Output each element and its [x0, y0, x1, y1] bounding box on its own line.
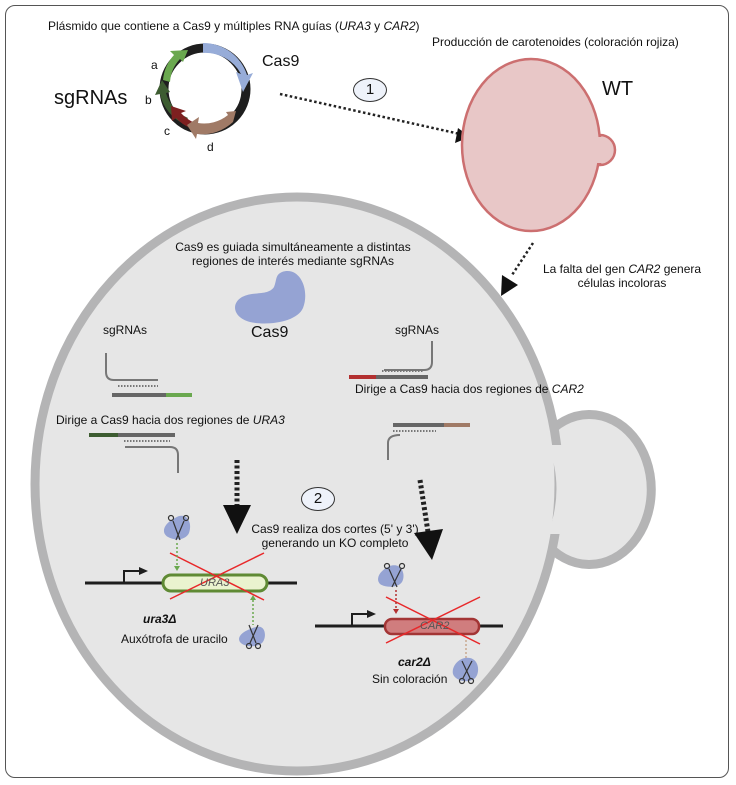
step-2-badge: 2 — [301, 487, 335, 511]
ura3-knockout-label: ura3Δ — [143, 612, 177, 626]
wt-cell — [460, 57, 617, 233]
scissors-icon — [245, 624, 262, 650]
car2-arrowhead — [414, 529, 443, 560]
plasmid-segment-c-label: c — [164, 124, 170, 138]
car2-locus — [315, 562, 503, 685]
car2-phenotype: Sin coloración — [372, 672, 448, 686]
ura3-promoter-arrow — [123, 570, 140, 583]
ura3-cas9-bottom-icon — [239, 626, 265, 647]
wt-label: WT — [602, 78, 634, 100]
car2-promoter-arrow — [351, 613, 368, 626]
sgrna-ura3-top — [105, 353, 192, 397]
plasmid-segment-d — [187, 111, 236, 139]
plasmid — [155, 42, 253, 139]
ura3-gene-label: URA3 — [200, 577, 230, 589]
scissors-icon — [167, 514, 190, 541]
plasmid-segment-b-label: b — [145, 93, 152, 107]
sgrnas-left-label: sgRNAs — [103, 323, 148, 337]
plasmid-segment-b — [155, 80, 188, 124]
scissors-icon — [383, 562, 406, 588]
sgrna-ura3-bottom — [89, 433, 179, 473]
plasmid-cas9-label: Cas9 — [262, 53, 300, 70]
plasmid-sgrnas-label: sgRNAs — [54, 87, 128, 109]
plasmid-title: Plásmido que contiene a Cas9 y múltiples… — [48, 19, 420, 33]
ura3-arrowhead — [223, 505, 251, 534]
cas9-protein-icon — [235, 271, 306, 324]
scissors-icon — [458, 660, 475, 685]
figure-frame — [5, 5, 729, 778]
sgrna-car2-bottom — [387, 423, 470, 460]
wt-to-mutant-dotted-arrow — [510, 242, 535, 276]
plasmid-cas9-segment — [203, 42, 253, 92]
cas9-label: Cas9 — [251, 324, 289, 341]
step1-dotted-arrow — [279, 92, 461, 136]
sgrnas-right-label: sgRNAs — [395, 323, 440, 337]
step-1-badge: 1 — [353, 78, 387, 102]
wt-mother-cell — [460, 57, 602, 233]
ura3-direct-text: Dirige a Cas9 hacia dos regiones de URA3 — [56, 413, 285, 427]
car2-knockout-label: car2Δ — [398, 655, 431, 669]
car2-gene-box — [383, 617, 481, 636]
sgrna-car2-top — [349, 341, 433, 379]
ura3-locus — [85, 514, 297, 650]
plasmid-segment-a-label: a — [151, 58, 158, 72]
wt-bud — [598, 133, 617, 167]
ura3-phenotype: Auxótrofa de uracilo — [121, 632, 228, 646]
plasmid-segment-a — [163, 50, 188, 82]
car2-cas9-top-icon — [378, 565, 404, 587]
wt-to-mutant-arrowhead — [501, 275, 518, 296]
cut-description: Cas9 realiza dos cortes (5' y 3')generan… — [251, 522, 419, 550]
car2-direct-text: Dirige a Cas9 hacia dos regiones de CAR2 — [355, 382, 584, 396]
car2-gene-label: CAR2 — [420, 620, 450, 632]
plasmid-segment-d-label: d — [207, 140, 214, 154]
wt-caption: Producción de carotenoides (coloración r… — [432, 35, 679, 49]
guidance-text: Cas9 es guiada simultáneamente a distint… — [175, 240, 411, 268]
